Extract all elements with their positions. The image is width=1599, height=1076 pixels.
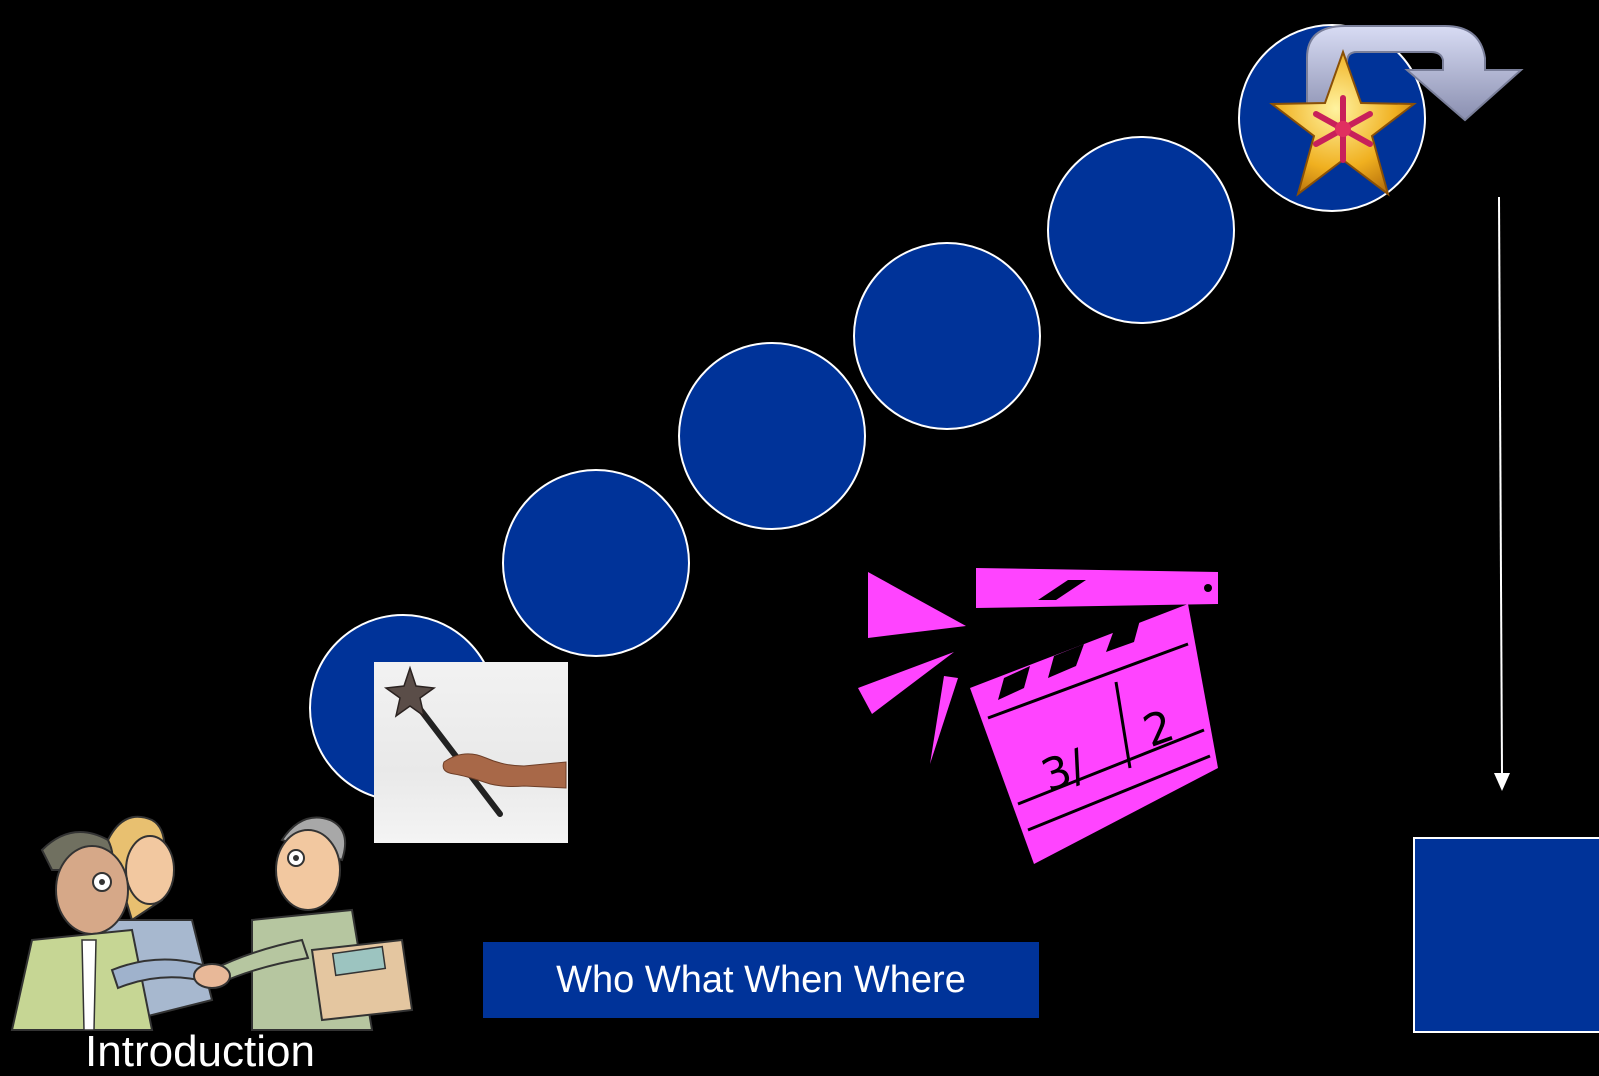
- handshake-people-icon: [12, 800, 422, 1030]
- caption-text: Who What When Where: [556, 959, 966, 1002]
- star-icon: [1268, 48, 1418, 200]
- step-circle-3: [678, 342, 866, 530]
- introduction-label: Introduction: [0, 1030, 400, 1074]
- clapperboard-icon: 3/ 2: [858, 568, 1238, 880]
- down-arrow: [1480, 195, 1520, 795]
- step-circle-5: [1047, 136, 1235, 324]
- step-circle-2: [502, 469, 690, 657]
- step-circle-4: [853, 242, 1041, 430]
- target-box: [1413, 837, 1599, 1033]
- caption-box: Who What When Where: [483, 942, 1039, 1018]
